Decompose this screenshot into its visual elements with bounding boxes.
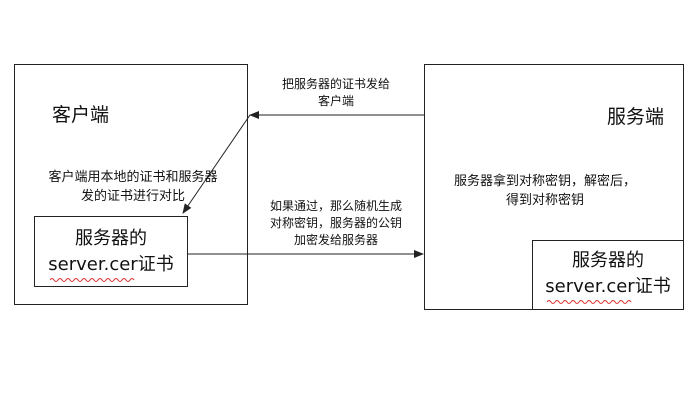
- server-note-line1: 服务器拿到对称密钥，解密后，: [453, 174, 636, 189]
- server-cert-code: server.cer: [545, 276, 635, 297]
- server-cert-label: 服务器的 server.cer证书: [532, 248, 684, 304]
- client-cert-line1: 服务器的: [75, 228, 147, 249]
- client-cert-label: 服务器的 server.cer证书: [34, 226, 188, 282]
- client-title: 客户端: [52, 104, 110, 126]
- client-cert-code: server.cer: [48, 254, 138, 275]
- key-exchange-label: 如果通过，那么随机生成 对称密钥，服务器的公钥 加密发给服务器: [256, 198, 416, 249]
- server-cert-line2: server.cer证书: [532, 274, 684, 304]
- client-cert-suffix: 证书: [137, 254, 174, 275]
- client-compare-note: 客户端用本地的证书和服务器 发的证书进行对比: [38, 168, 228, 206]
- client-note-line1: 客户端用本地的证书和服务器: [48, 170, 218, 185]
- server-cert-box: [532, 240, 684, 310]
- client-box: [14, 64, 248, 305]
- key-line1: 如果通过，那么随机生成: [269, 199, 402, 213]
- send-cert-line2: 客户端: [317, 94, 354, 108]
- server-note-line2: 得到对称密钥: [505, 193, 584, 208]
- arrow-to-client-cert: [182, 114, 251, 214]
- server-title: 服务端: [607, 106, 665, 128]
- server-cert-suffix: 证书: [634, 276, 671, 297]
- client-cert-box: [34, 216, 188, 287]
- key-line3: 加密发给服务器: [293, 233, 378, 247]
- server-decrypt-note: 服务器拿到对称密钥，解密后， 得到对称密钥: [440, 172, 650, 210]
- client-cert-line2: server.cer证书: [34, 252, 188, 282]
- send-cert-label: 把服务器的证书发给 客户端: [266, 76, 406, 110]
- spellcheck-underline: [547, 300, 632, 304]
- client-note-line2: 发的证书进行对比: [80, 189, 185, 204]
- spellcheck-underline: [50, 278, 135, 282]
- server-cert-line1: 服务器的: [572, 250, 644, 271]
- key-line2: 对称密钥，服务器的公钥: [269, 216, 402, 230]
- send-cert-line1: 把服务器的证书发给: [281, 77, 390, 91]
